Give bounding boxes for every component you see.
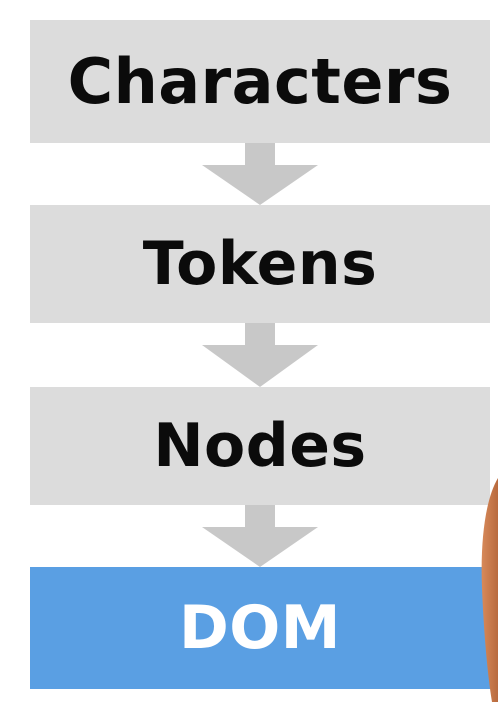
step-characters-box: Characters [30,20,490,143]
down-arrow-icon [190,323,330,387]
down-arrow-icon [190,505,330,567]
step-characters-label: Characters [67,45,453,118]
step-dom-label: DOM [178,593,342,663]
step-nodes-label: Nodes [153,411,367,481]
step-nodes-box: Nodes [30,387,490,505]
down-arrow-icon [190,143,330,205]
step-tokens-label: Tokens [142,229,378,299]
presenter-hand-image [468,478,498,702]
step-dom-box: DOM [30,567,490,689]
step-tokens-box: Tokens [30,205,490,323]
